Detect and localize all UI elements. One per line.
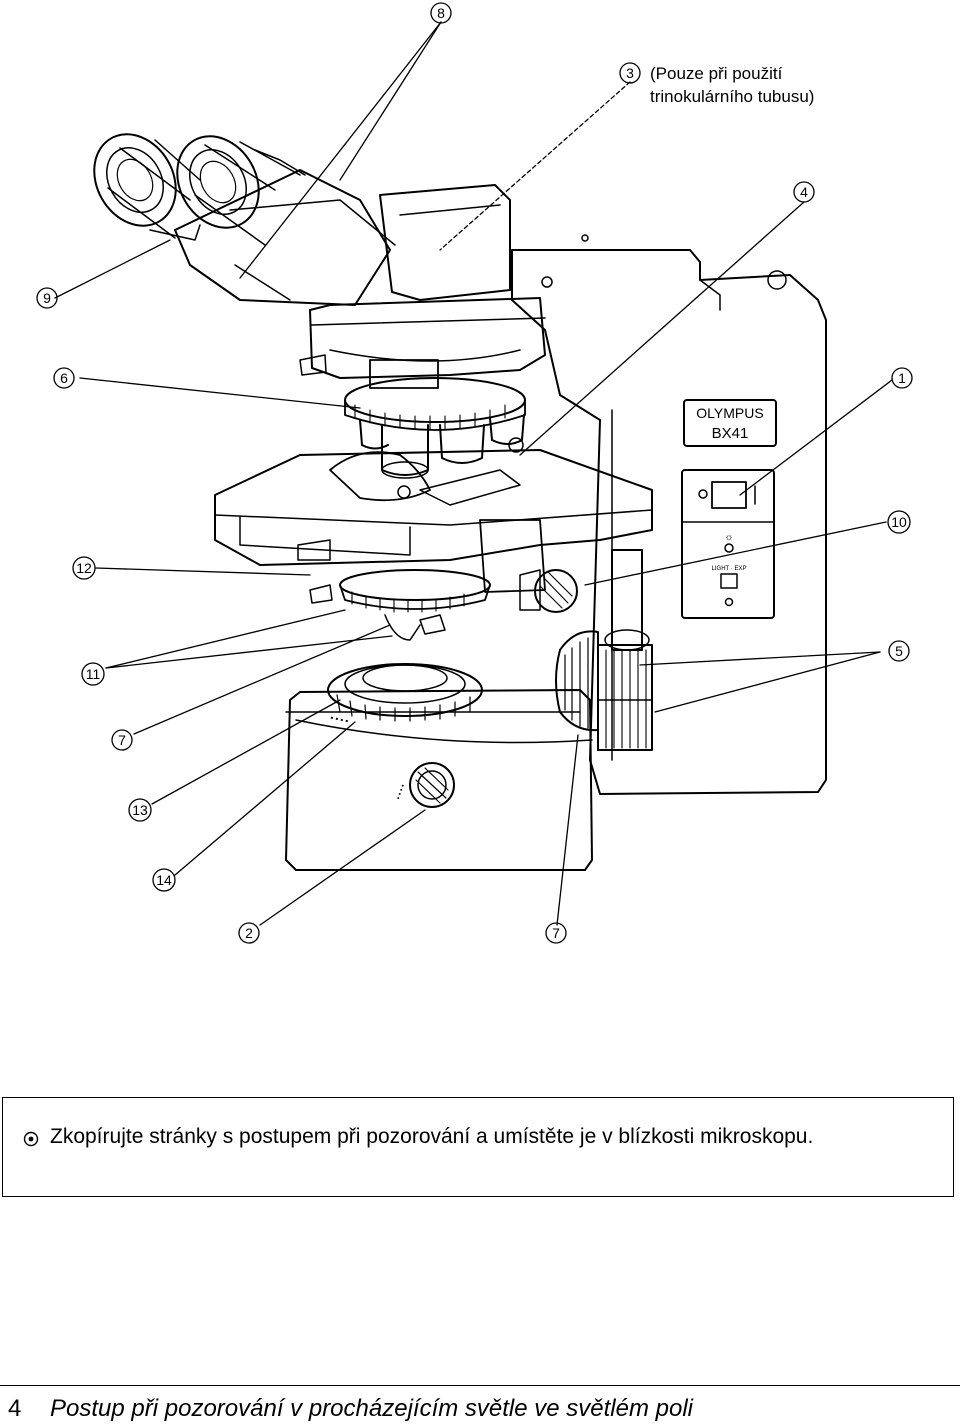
focus-pillar — [611, 549, 643, 651]
eyepiece-tube-left — [174, 169, 391, 306]
eyepiece-right — [176, 135, 306, 246]
svg-text:1: 1 — [898, 370, 906, 386]
target-bullet-icon — [23, 1131, 39, 1147]
svg-text:▪ ▪ ▪ ▪: ▪ ▪ ▪ ▪ — [330, 713, 350, 726]
revolving-nosepiece — [344, 377, 526, 423]
callout-5: 5 — [888, 640, 910, 662]
svg-text:3: 3 — [626, 65, 634, 81]
footer-rule — [0, 1385, 960, 1386]
callout-11: 11 — [81, 662, 105, 686]
svg-text:14: 14 — [156, 872, 172, 888]
callout-14: 14 — [152, 868, 176, 892]
trinocular-note-line1: (Pouze při použití — [650, 64, 783, 83]
svg-text:12: 12 — [76, 560, 92, 576]
svg-text:7: 7 — [118, 732, 126, 748]
svg-text:8: 8 — [437, 5, 445, 21]
callout-2: 2 — [238, 922, 260, 944]
observation-head — [309, 297, 546, 379]
condenser — [339, 569, 491, 601]
stage-xy-knob — [534, 569, 578, 613]
brand-name: OLYMPUS — [696, 405, 763, 421]
arm-frame — [511, 249, 827, 795]
callout-3: 3 — [619, 62, 641, 84]
svg-text:11: 11 — [86, 666, 101, 682]
callout-9: 9 — [36, 287, 58, 309]
callout-4: 4 — [793, 181, 815, 203]
trinocular-tube — [379, 184, 511, 301]
main-switch — [711, 481, 747, 509]
model-name: BX41 — [712, 425, 749, 442]
svg-text:LIGHT · EXP: LIGHT · EXP — [712, 566, 747, 572]
page-footer: 4 Postup při pozorování v procházejícím … — [8, 1394, 693, 1424]
base — [285, 689, 593, 871]
objective-3 — [359, 419, 389, 450]
objective-2 — [439, 424, 485, 464]
svg-text:5: 5 — [895, 643, 903, 659]
objective-4 — [489, 414, 525, 445]
svg-text:7: 7 — [552, 925, 560, 941]
objective-1 — [381, 424, 429, 476]
leader-lines — [54, 21, 893, 926]
svg-text:6: 6 — [60, 370, 68, 386]
svg-text:9: 9 — [43, 290, 51, 306]
brand-plate — [683, 399, 777, 447]
callout-7-condenser: 7 — [111, 729, 133, 751]
trinocular-note-line2: trinokulárního tubusu) — [650, 87, 815, 106]
callout-7-focus: 7 — [545, 922, 567, 944]
trinocular-note: (Pouze při použití trinokulárního tubusu… — [650, 62, 814, 108]
svg-text:2: 2 — [245, 925, 253, 941]
callout-10: 10 — [887, 510, 911, 534]
note-box: Zkopírujte stránky s postupem při pozoro… — [2, 1097, 954, 1197]
section-title: Postup při pozorování v procházejícím sv… — [50, 1395, 693, 1422]
fine-focus-knob — [597, 644, 653, 751]
microscope-illustration: OLYMPUS BX41 ☼ LIGHT · EXP ▪ ▪ ▪ ▪ • • •… — [36, 2, 913, 944]
callout-13: 13 — [128, 798, 152, 822]
control-panel — [681, 469, 775, 619]
page-number: 4 — [8, 1395, 22, 1422]
eyepiece-left — [93, 133, 201, 241]
svg-text:4: 4 — [800, 184, 808, 200]
svg-text:• • • •: • • • • — [395, 783, 407, 801]
field-diaphragm-ring — [327, 663, 483, 717]
light-intensity-knob — [409, 762, 455, 808]
coarse-focus-knob — [555, 630, 599, 732]
callout-12: 12 — [72, 556, 96, 580]
svg-text:10: 10 — [891, 514, 907, 530]
callout-6: 6 — [53, 367, 75, 389]
callout-1: 1 — [891, 367, 913, 389]
callout-8: 8 — [430, 2, 452, 24]
stage — [214, 449, 653, 566]
note-text: Zkopírujte stránky s postupem při pozoro… — [50, 1125, 814, 1148]
svg-text:☼: ☼ — [724, 532, 733, 543]
svg-text:13: 13 — [132, 802, 148, 818]
